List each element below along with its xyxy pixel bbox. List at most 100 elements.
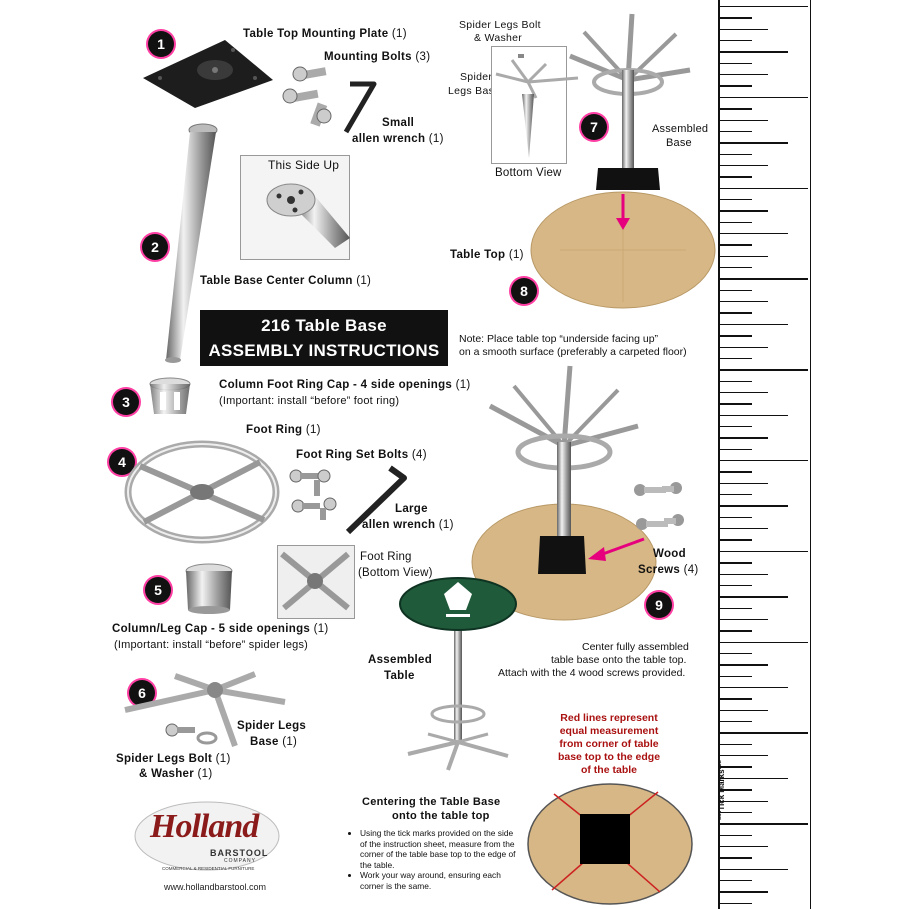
ruler-tick [720,845,768,848]
centering-diagram [527,783,693,905]
ruler-tick [720,96,808,99]
table-top-note-2: on a smooth surface (preferably a carpet… [459,346,687,358]
leg-cap-illustration [185,563,233,614]
step-9-badge: 9 [646,592,672,618]
ruler-tick [720,108,752,110]
centering-title-2: onto the table top [392,810,490,822]
title-box: 216 Table Base ASSEMBLY INSTRUCTIONS [200,310,448,366]
ruler-tick [720,709,768,712]
ruler-tick [720,630,752,632]
ruler-tick [720,391,768,394]
small-wrench-label-1: Small [382,117,415,129]
ruler-tick [720,562,752,564]
mounting-plate-label: Table Top Mounting Plate (1) [243,28,407,40]
ruler-tick [720,6,808,8]
ruler-tick [720,278,808,280]
centering-title-1: Centering the Table Base [362,796,501,808]
ruler-tick [720,85,752,87]
ruler-tick [720,675,752,678]
ruler-tick [720,607,752,609]
assembled-base-on-top-illustration [471,365,657,621]
center-note-3: Attach with the 4 wood screws provided. [498,667,686,679]
spider-legs-label-1: Spider Legs [237,720,307,732]
ruler-tick [720,857,752,859]
title-line-2: ASSEMBLY INSTRUCTIONS [208,341,440,360]
ruler-tick [720,652,752,655]
ruler-tick [720,380,752,382]
ruler-tick [720,346,768,348]
ruler-tick [720,164,768,167]
ruler-tick [720,153,752,155]
table-top-label: Table Top (1) [450,249,524,261]
assembled-table-label-1: Assembled [368,654,433,666]
spider-base-top-label-2: Legs Base [448,85,501,97]
bottom-view-label: Bottom View [495,167,562,179]
large-allen-wrench-illustration [345,465,407,535]
ruler-tick [720,357,752,360]
step-7-badge: 7 [581,114,607,140]
leg-cap-note: (Important: install “before” spider legs… [114,639,309,651]
title-line-1: 216 Table Base [261,316,387,335]
set-bolts-label: Foot Ring Set Bolts (4) [296,449,427,461]
ruler-tick [720,811,752,814]
ruler-tick [720,176,752,178]
ruler-tick [720,789,752,791]
ruler-tick [720,335,752,337]
ruler-tick [720,721,752,723]
foot-ring-label: Foot Ring (1) [246,424,321,436]
ruler-tick [720,596,788,598]
wood-screws-label-2: Screws (4) [638,564,699,576]
column-top-illustration [266,183,350,248]
large-wrench-label-2: allen wrench (1) [362,519,454,531]
spider-bolt-top-label-1: Spider Legs Bolt [459,19,541,31]
ruler-tick [720,403,752,405]
mounting-bolts-label: Mounting Bolts (3) [324,51,431,63]
leg-cap-label: Column/Leg Cap - 5 side openings (1) [112,623,329,635]
red-lines-note-line-3: from corner of table [559,738,659,750]
holland-logo [134,801,280,871]
ruler-tick [720,369,808,371]
ruler-tick [720,902,752,905]
spider-bolt-label-2: & Washer (1) [139,768,213,780]
ruler-tick [720,732,808,734]
ruler-tick [720,323,788,326]
bottom-view-illustration [495,54,579,158]
red-lines-note-line-2: equal measurement [559,725,659,737]
spider-base-top-label-1: Spider [460,71,493,83]
ruler-tick [720,40,752,42]
table-top-note-1: Note: Place table top “underside facing … [459,333,659,345]
ruler-tick [720,698,752,700]
assembled-base-label-1: Assembled [652,123,709,135]
ruler-tick [720,267,752,269]
foot-ring-cap-note: (Important: install “before” foot ring) [219,395,400,407]
foot-ring-cap-illustration [149,377,191,414]
center-column-illustration [165,123,218,363]
this-side-up-label: This Side Up [268,158,340,172]
foot-ring-bottom-illustration [280,551,350,611]
logo-tagline: COMMERCIAL & RESIDENTIAL FURNITURE [162,866,255,871]
step-1-badge: 1 [148,31,174,57]
assembled-table-illustration [399,577,517,771]
centering-instructions: Using the tick marks provided on the sid… [350,828,520,891]
ruler-tick [720,777,788,780]
small-allen-wrench-illustration [343,81,377,134]
ruler-tick [720,198,752,201]
spider-bolt-top-label-2: & Washer [474,32,523,44]
ruler-tick [720,641,808,643]
ruler-tick [720,868,788,870]
ruler-tick [720,573,768,575]
ruler-tick [720,28,768,31]
ruler-tick [720,460,808,462]
logo-url[interactable]: www.hollandbarstool.com [164,882,267,892]
ruler-tick [720,221,752,224]
red-lines-note-line-5: of the table [580,764,637,776]
ruler-tick [720,244,752,246]
ruler-tick [720,301,768,303]
ruler-tick [720,255,768,258]
step-4-badge: 4 [109,449,135,475]
step-8-badge: 8 [511,278,537,304]
step-3-badge: 3 [113,389,139,415]
logo-name: Holland [150,808,259,845]
logo-sub2: COMPANY [224,858,256,864]
center-note-2: table base onto the table top. [551,654,687,666]
